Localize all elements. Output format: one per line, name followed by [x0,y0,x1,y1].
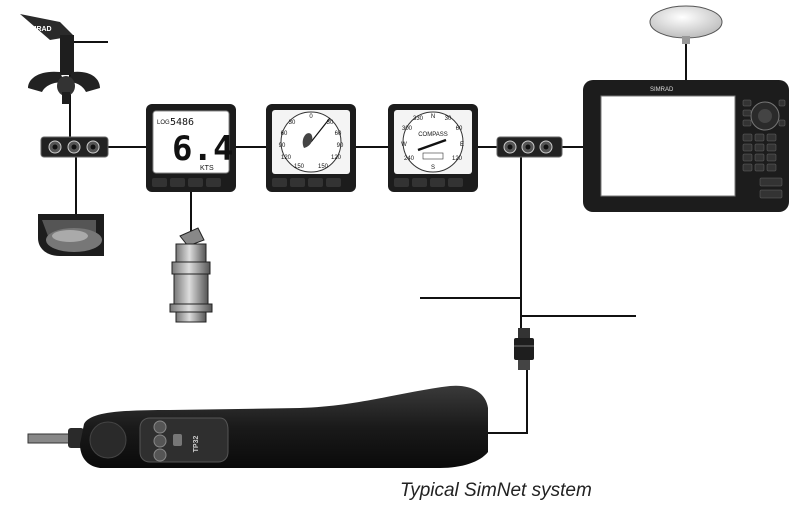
junction-box-right [496,136,563,158]
thru-hull-transducer [169,227,213,323]
compass-label: 60 [456,126,463,132]
wind-vane-brand: SIMRAD [24,26,52,33]
gps-antenna [649,5,723,80]
speed-log-display: LOG 5486 6.4 KTS [146,104,236,192]
junction-box-left [40,136,109,158]
compass-label: 120 [452,156,463,162]
compass-label: 300 [402,126,413,132]
compass-display: 330 N 30 300 60 W E 240 120 S COMPASS [388,104,478,192]
wind-label: 30 [289,120,296,126]
tiller-pilot: TP32 [27,385,488,468]
wind-label: 90 [337,143,344,149]
wind-label: 60 [281,131,288,137]
wind-label: 30 [327,120,334,126]
t-connector [514,328,534,370]
wind-label: 90 [279,143,286,149]
wind-label: 150 [294,164,305,170]
network-cables [69,36,636,434]
compass-labels: 330 N 30 300 60 W E 240 120 S [401,114,464,171]
wind-label: 0 [309,114,313,120]
compass-label: 30 [445,116,452,122]
wind-vane-transducer: SIMRAD [20,14,100,104]
hull-transducer [38,214,104,256]
compass-label: W [401,142,407,148]
compass-label: S [431,165,435,171]
wind-label: 120 [281,155,292,161]
compass-title: COMPASS [418,132,448,138]
wind-label: 60 [335,131,342,137]
wind-label: 150 [318,164,329,170]
compass-label: 330 [413,116,424,122]
compass-label: N [431,114,435,120]
compass-label: 240 [404,156,415,162]
speed-value: 6.4 [172,129,233,169]
wind-display: 0 30 60 90 120 150 30 60 90 120 150 [266,104,356,192]
chartplotter-brand: SIMRAD [650,87,674,93]
log-label: LOG [157,120,170,126]
wind-dial-labels: 0 30 60 90 120 150 30 60 90 120 150 [279,114,344,170]
compass-label: E [460,142,464,148]
log-value: 5486 [170,117,194,128]
wind-label: 120 [331,155,342,161]
diagram-caption: Typical SimNet system [400,480,592,501]
speed-unit: KTS [200,165,214,172]
chartplotter-display: SIMRAD [583,80,789,212]
autopilot-model-label: TP32 [193,436,200,453]
